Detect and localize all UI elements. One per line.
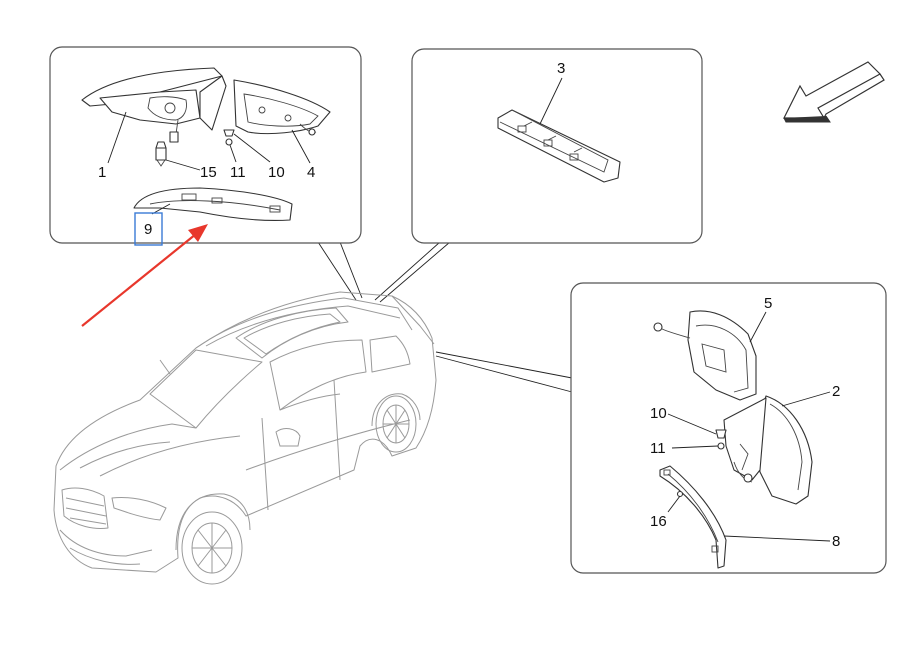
callout-1: 1 — [98, 164, 106, 181]
side-trim-strip-part — [659, 465, 727, 569]
taillight-inner-part — [233, 79, 331, 136]
panel-right: 5 2 10 11 16 8 — [570, 282, 887, 574]
callout-4: 4 — [307, 164, 315, 181]
outer-lamp-part — [723, 395, 813, 505]
callout-10-right: 10 — [650, 405, 667, 422]
callout-15: 15 — [200, 164, 217, 181]
callout-11-top: 11 — [230, 164, 246, 181]
callout-3: 3 — [557, 60, 565, 77]
inner-lamp-harness-part — [653, 310, 757, 401]
panel-connector-lines — [317, 241, 573, 393]
bulb-holder-part — [155, 141, 167, 167]
right-panel-leaders — [667, 311, 831, 542]
callout-11-right: 11 — [650, 440, 666, 457]
highlight-box — [134, 212, 163, 246]
highlight-arrow — [81, 224, 208, 327]
callout-9: 9 — [144, 221, 152, 238]
top-left-leaders — [107, 111, 311, 215]
panel-top-left: 1 15 11 10 4 9 — [49, 46, 362, 246]
third-brake-light-part — [497, 109, 621, 183]
callout-5: 5 — [764, 295, 772, 312]
car-illustration — [53, 291, 437, 585]
panel-top-middle: 3 — [411, 48, 703, 244]
callout-16: 16 — [650, 513, 667, 530]
trim-strip-part — [133, 187, 293, 222]
fastener-parts — [223, 129, 235, 146]
callout-8: 8 — [832, 533, 840, 550]
callout-2: 2 — [832, 383, 840, 400]
right-fastener-parts — [715, 429, 727, 450]
direction-arrow-icon — [783, 61, 885, 123]
callout-10-top: 10 — [268, 164, 285, 181]
